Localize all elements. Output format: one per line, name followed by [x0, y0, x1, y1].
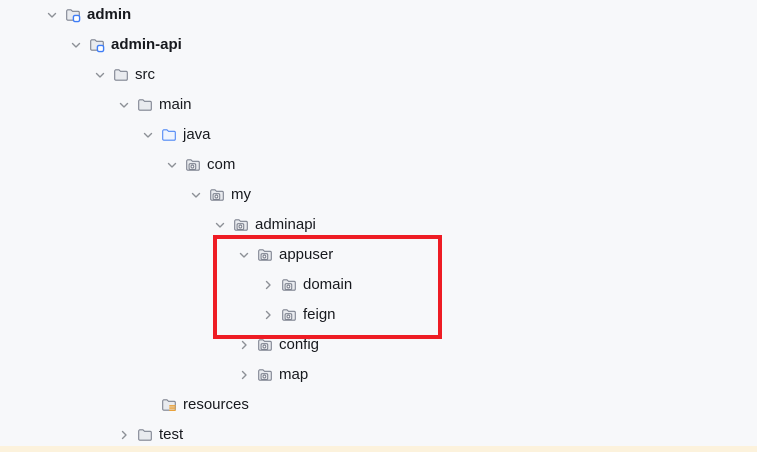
- chevron-right-icon[interactable]: [259, 276, 277, 294]
- package-icon: [256, 366, 274, 384]
- package-icon: [256, 246, 274, 264]
- tree-row-label: adminapi: [255, 216, 316, 233]
- source-folder-icon: [160, 126, 178, 144]
- tree-row-label: admin-api: [111, 36, 182, 53]
- chevron-down-icon[interactable]: [163, 156, 181, 174]
- tree-row-my[interactable]: my: [0, 180, 757, 210]
- tree-row-src[interactable]: src: [0, 60, 757, 90]
- tree-row-adminapi[interactable]: adminapi: [0, 210, 757, 240]
- tree-row-label: config: [279, 336, 320, 353]
- tree-row-resources[interactable]: resources: [0, 390, 757, 420]
- chevron-down-icon[interactable]: [211, 216, 229, 234]
- tree-row-admin-api[interactable]: admin-api: [0, 30, 757, 60]
- chevron-right-icon[interactable]: [235, 366, 253, 384]
- chevron-down-icon[interactable]: [91, 66, 109, 84]
- module-folder-icon: [64, 6, 82, 24]
- package-icon: [184, 156, 202, 174]
- tree-row-label: map: [279, 366, 309, 383]
- tree-row-test[interactable]: test: [0, 420, 757, 450]
- tree-row-label: com: [207, 156, 236, 173]
- chevron-down-icon[interactable]: [187, 186, 205, 204]
- tree-row-label: resources: [183, 396, 249, 413]
- tree-row-com[interactable]: com: [0, 150, 757, 180]
- chevron-down-icon[interactable]: [139, 126, 157, 144]
- package-icon: [208, 186, 226, 204]
- chevron-down-icon[interactable]: [115, 96, 133, 114]
- package-icon: [280, 276, 298, 294]
- tree-row-domain[interactable]: domain: [0, 270, 757, 300]
- chevron-down-icon[interactable]: [43, 6, 61, 24]
- tree-row-label: main: [159, 96, 192, 113]
- chevron-right-icon[interactable]: [259, 306, 277, 324]
- package-icon: [280, 306, 298, 324]
- package-icon: [232, 216, 250, 234]
- tree-row-map[interactable]: map: [0, 360, 757, 390]
- folder-icon: [136, 96, 154, 114]
- chevron-spacer: [139, 396, 157, 414]
- chevron-down-icon[interactable]: [67, 36, 85, 54]
- tree-row-main[interactable]: main: [0, 90, 757, 120]
- tree-row-label: appuser: [279, 246, 334, 263]
- package-icon: [256, 336, 274, 354]
- tree-row-label: admin: [87, 6, 132, 23]
- tree-row-config[interactable]: config: [0, 330, 757, 360]
- module-folder-icon: [88, 36, 106, 54]
- bottom-strip: [0, 446, 757, 452]
- tree-row-label: my: [231, 186, 251, 203]
- tree-row-admin[interactable]: admin: [0, 0, 757, 30]
- tree-row-label: java: [183, 126, 211, 143]
- chevron-right-icon[interactable]: [235, 336, 253, 354]
- folder-icon: [112, 66, 130, 84]
- chevron-down-icon[interactable]: [235, 246, 253, 264]
- tree-row-label: test: [159, 426, 184, 443]
- tree-row-label: feign: [303, 306, 336, 323]
- chevron-right-icon[interactable]: [115, 426, 133, 444]
- tree-row-label: src: [135, 66, 155, 83]
- folder-icon: [136, 426, 154, 444]
- tree-row-feign[interactable]: feign: [0, 300, 757, 330]
- tree-row-label: domain: [303, 276, 353, 293]
- resources-folder-icon: [160, 396, 178, 414]
- tree-row-java[interactable]: java: [0, 120, 757, 150]
- tree-row-appuser[interactable]: appuser: [0, 240, 757, 270]
